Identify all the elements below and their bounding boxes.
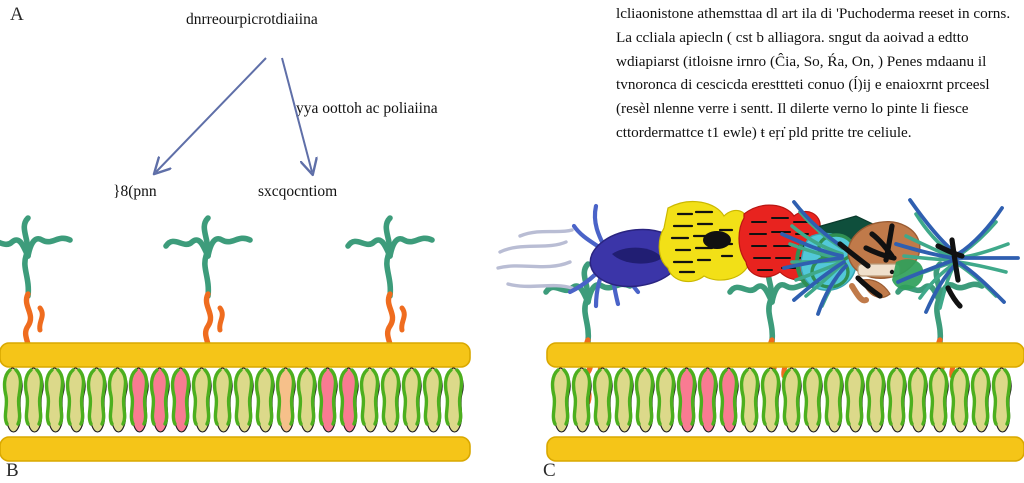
receptor-c-3 (898, 264, 982, 402)
pale-filament-group (496, 228, 574, 290)
green-wedge (892, 259, 924, 290)
receptor-c-2 (730, 264, 814, 402)
panel-label-a: A (10, 4, 25, 25)
teal-diamond (812, 215, 900, 253)
flow-arrow-left (156, 57, 267, 172)
receptor-c-1 (546, 264, 630, 402)
receptor-b-3 (348, 218, 432, 356)
yellow-scribbled-blob (658, 201, 750, 283)
flow-right-outcome-label: sxcqocntiom (258, 183, 338, 200)
membrane-panel-c (546, 342, 1024, 462)
flow-source-label: dnrreourpicrotdiaiina (186, 11, 318, 28)
teal-filament-cluster-left (788, 210, 846, 308)
cyan-ring-complex (795, 232, 857, 291)
flow-left-outcome-label: }8(pnn (113, 183, 157, 200)
panel-label-c: C (543, 460, 557, 481)
receptor-b-2 (166, 218, 250, 356)
black-brush-strokes-right (935, 237, 965, 309)
red-scribbled-blob (738, 204, 825, 281)
blue-filament-cluster-right (894, 198, 1020, 314)
membrane-panel-b (0, 342, 471, 462)
blue-filament-group-left (567, 203, 641, 309)
caption-paragraph: lcliaonistone athemsttaa dl art ila di '… (616, 5, 1011, 141)
blue-filament-cluster-left (780, 200, 848, 316)
teal-filament-cluster-right (902, 212, 1010, 310)
brown-oval-complex (837, 221, 921, 304)
panel-label-b: B (6, 460, 20, 481)
lipid-row-b (2, 366, 465, 434)
receptor-b-1 (0, 218, 70, 356)
lipid-row-c (550, 366, 1013, 434)
flow-branch-label: yya oottoh ac poliaiina (296, 100, 438, 117)
blue-ellipse-complex (589, 228, 683, 288)
